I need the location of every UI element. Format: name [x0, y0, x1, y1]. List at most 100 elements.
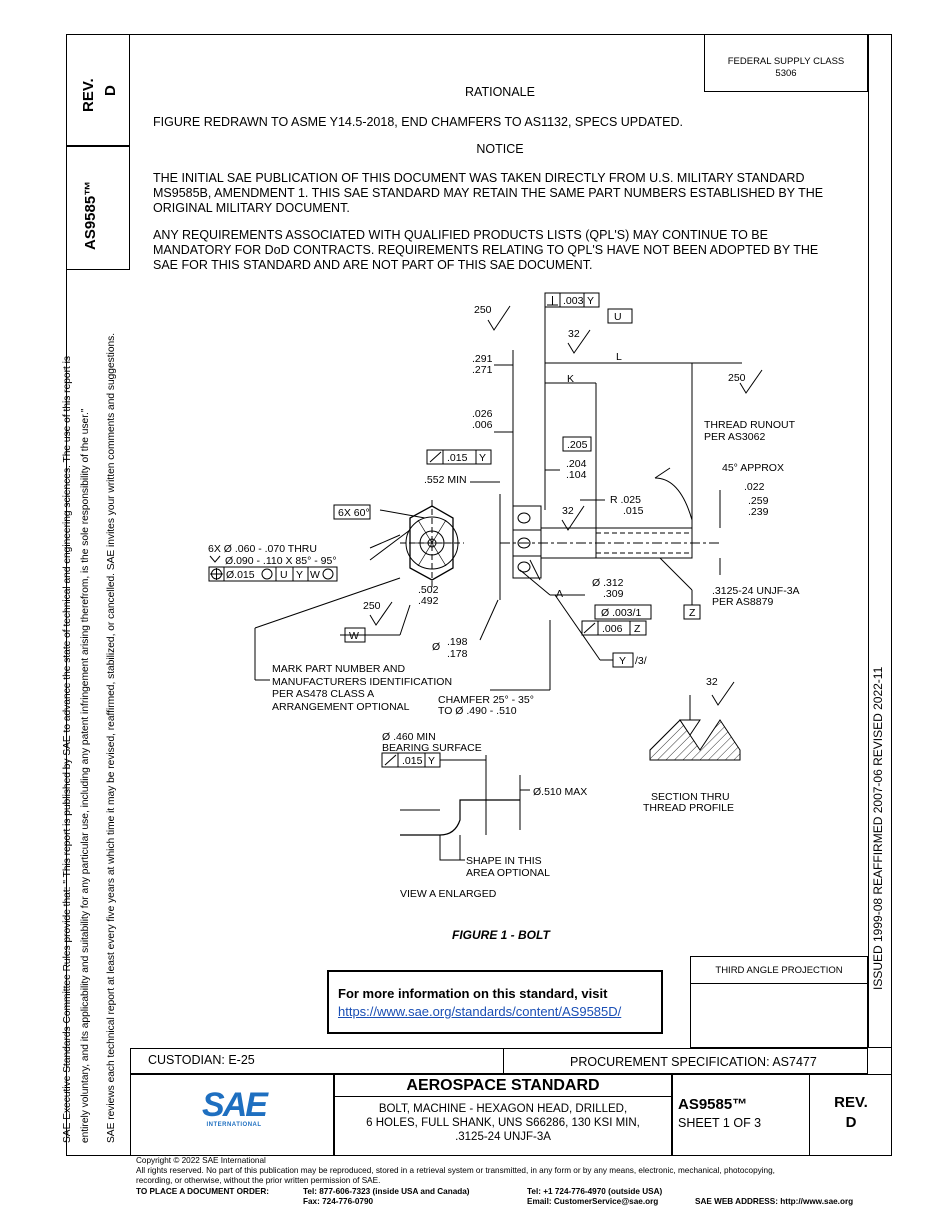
footer-rights2: recording, or otherwise, without the pri… [136, 1176, 381, 1185]
title-rev-label: REV. [834, 1094, 868, 1111]
bolt-drawing: 250 .003 Y U 32 .291 .271 L K 250 .026 .… [208, 292, 800, 942]
thread-spec: .3125-24 UNJF-3A [712, 585, 800, 597]
footer-fax: Fax: 724-776-0790 [303, 1197, 374, 1206]
bolt-head-side [512, 505, 542, 579]
thread-runout-1: THREAD RUNOUT [704, 419, 796, 431]
min-552: .552 MIN [424, 474, 467, 486]
bearing-runout: .015 [402, 755, 423, 767]
fsc-box [704, 34, 868, 92]
procurement-spec: PROCUREMENT SPECIFICATION: AS7477 [570, 1055, 817, 1069]
left-margin-line2: entirely voluntary, and its applicabilit… [80, 408, 91, 1143]
dim-K: K [567, 373, 574, 385]
logo-cell [130, 1074, 334, 1156]
svg-text:U: U [280, 569, 288, 581]
bearing-line1: Ø .460 MIN [382, 731, 436, 743]
datum-z-box: Z [689, 607, 696, 619]
pos-tol: Ø.015 [226, 569, 255, 581]
holes-line1: 6X Ø .060 - .070 THRU [208, 543, 317, 555]
title-cell [334, 1074, 672, 1156]
dim-205: .205 [567, 439, 588, 451]
roughness-32-mid: 32 [562, 505, 574, 517]
perp-datum-y: Y [587, 295, 594, 307]
dia-312: Ø .312 [592, 577, 624, 589]
svg-text:W: W [310, 569, 320, 581]
info-box-text: For more information on this standard, v… [338, 986, 608, 1001]
notice-heading: NOTICE [476, 142, 524, 156]
thread-per: PER AS8879 [712, 596, 773, 608]
title-doc-number: AS9585™ [678, 1096, 748, 1113]
info-box-link[interactable]: https://www.sae.org/standards/content/AS… [338, 1004, 622, 1019]
title-rev-value: D [845, 1114, 857, 1131]
rev-header-cell [66, 34, 130, 146]
dia-178: .178 [447, 648, 468, 660]
bearing-datum-y: Y [428, 755, 435, 767]
footer-email: Email: CustomerService@sae.org [527, 1197, 659, 1206]
left-margin-line3: SAE reviews each technical report at lea… [106, 332, 117, 1143]
description-line3: .3125-24 UNJF-3A [455, 1131, 551, 1143]
runout-datum-z: Z [634, 623, 641, 635]
dim-259: .259 [748, 495, 769, 507]
title-cell-divider [334, 1096, 672, 1097]
roughness-32-top: 32 [568, 328, 580, 340]
left-margin-line1: SAE Executive Standards Committee Rules … [62, 356, 73, 1143]
number-cell [672, 1074, 810, 1156]
right-margin-column [868, 34, 892, 1048]
projection-label-row [690, 956, 868, 984]
sheet-number: SHEET 1 OF 3 [678, 1116, 762, 1130]
approx-45: 45° APPROX [722, 462, 784, 474]
custodian: CUSTODIAN: E-25 [148, 1053, 255, 1067]
roughness-32-thread: 32 [706, 676, 718, 688]
chamfer-line2: TO Ø .490 - .510 [438, 705, 517, 717]
datum-w: W [349, 630, 359, 642]
footer-copyright: Copyright © 2022 SAE International [136, 1156, 266, 1165]
rev-header-value: D [102, 85, 119, 96]
svg-text:Y: Y [296, 569, 303, 581]
sae-logo-sub: INTERNATIONAL [206, 1122, 262, 1128]
runout-015: .015 [447, 452, 468, 464]
section-line2: THREAD PROFILE [643, 802, 734, 814]
roughness-250-left: 250 [363, 600, 381, 612]
projection-label: THIRD ANGLE PROJECTION [715, 965, 843, 976]
section-line1: SECTION THRU [651, 791, 730, 803]
bearing-line2: BEARING SURFACE [382, 742, 482, 754]
view-a-label: VIEW A ENLARGED [400, 888, 497, 900]
dia-198-sym: Ø [432, 641, 440, 653]
mark-line4: ARRANGEMENT OPTIONAL [272, 701, 410, 713]
dia-198: .198 [447, 636, 468, 648]
description-line1: BOLT, MACHINE - HEXAGON HEAD, DRILLED, [378, 1103, 628, 1115]
footer-rights1: All rights reserved. No part of this pub… [136, 1166, 775, 1175]
thread-runout-2: PER AS3062 [704, 431, 765, 443]
dim-026: .026 [472, 408, 493, 420]
mark-line1: MARK PART NUMBER AND [272, 663, 405, 675]
dia-309: .309 [603, 588, 624, 600]
dim-492: .492 [418, 595, 439, 607]
dim-271: .271 [472, 364, 493, 376]
footer-tel-outside: Tel: +1 724-776-4970 (outside USA) [527, 1187, 663, 1196]
footer-tel-usa: Tel: 877-606-7323 (inside USA and Canada… [303, 1187, 470, 1196]
chamfer-line1: CHAMFER 25° - 35° [438, 694, 534, 706]
sae-logo: SAE INTERNATIONAL [198, 1088, 270, 1128]
view-a-profile [400, 799, 520, 836]
dim-502: .502 [418, 584, 439, 596]
rationale-heading: RATIONALE [465, 85, 535, 99]
max-510: Ø.510 MAX [533, 786, 587, 798]
footer-order-label: TO PLACE A DOCUMENT ORDER: [136, 1187, 269, 1196]
label-A: A [556, 588, 563, 600]
roughness-250-right: 250 [728, 372, 746, 384]
fsc-label: FEDERAL SUPPLY CLASS [727, 56, 845, 67]
datum-y-box: Y [619, 655, 626, 667]
runout-datum-y: Y [479, 452, 486, 464]
dim-022: .022 [744, 481, 765, 493]
dim-104: .104 [566, 469, 587, 481]
mark-line2: MANUFACTURERS IDENTIFICATION [272, 676, 452, 688]
info-box [327, 970, 663, 1034]
mark-line3: PER AS478 CLASS A [272, 688, 374, 700]
r-015: .015 [623, 505, 644, 517]
roughness-250-top: 250 [474, 304, 492, 316]
right-margin-dates: ISSUED 1999-08 REAFFIRMED 2007-06 REVISE… [871, 666, 885, 990]
dim-006: .006 [472, 419, 493, 431]
notice-para1: THE INITIAL SAE PUBLICATION OF THIS DOCU… [153, 171, 824, 215]
sae-logo-text: SAE [202, 1086, 268, 1124]
rationale-text: FIGURE REDRAWN TO ASME Y14.5-2018, END C… [153, 115, 684, 129]
footer-web: SAE WEB ADDRESS: http://www.sae.org [695, 1197, 854, 1206]
